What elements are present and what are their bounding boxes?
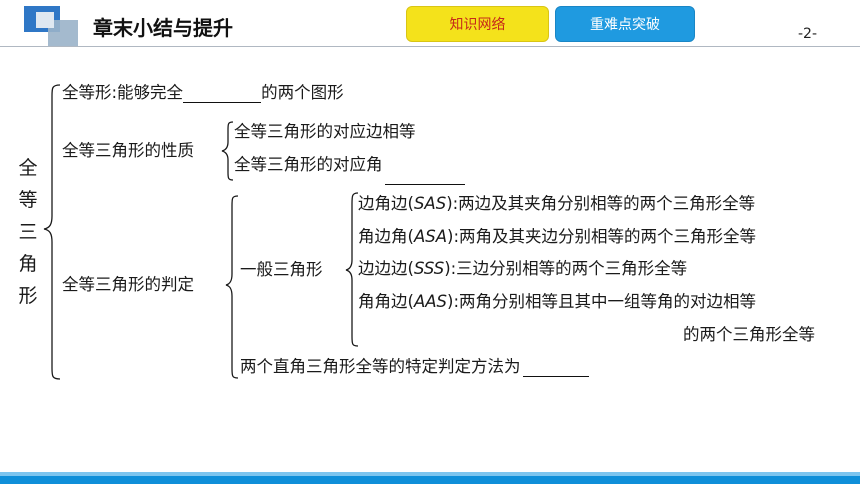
properties-label: 全等三角形的性质 xyxy=(62,141,194,160)
criterion-asa: 角边角(ASA):两角及其夹边分别相等的两个三角形全等 xyxy=(358,227,756,246)
criterion-name: 边角边 xyxy=(358,194,408,213)
criterion-desc: :两角分别相等且其中一组等角的对边相等 xyxy=(453,292,756,311)
criterion-abbr: ASA xyxy=(413,227,447,246)
tab-key-difficulties[interactable]: 重难点突破 xyxy=(555,6,695,42)
property-angles-blank xyxy=(384,168,465,185)
criterion-name: 角角边 xyxy=(358,292,408,311)
property-angles: 全等三角形的对应角 xyxy=(234,155,383,174)
chapter-title: 章末小结与提升 xyxy=(93,16,233,40)
brace-main xyxy=(43,84,61,380)
main-term-char: 等 xyxy=(18,189,38,211)
criterion-aas-continuation: 的两个三角形全等 xyxy=(683,325,815,344)
page-number: -2- xyxy=(798,26,818,42)
criteria-label: 全等三角形的判定 xyxy=(62,275,194,294)
logo-square-light xyxy=(36,12,54,28)
definition-blank xyxy=(183,86,262,103)
criterion-sas: 边角边(SAS):两边及其夹角分别相等的两个三角形全等 xyxy=(358,194,756,213)
right-triangle-line: 两个直角三角形全等的特定判定方法为 xyxy=(240,357,589,377)
criterion-desc: :两边及其夹角分别相等的两个三角形全等 xyxy=(452,194,756,213)
brace-general xyxy=(345,192,359,347)
right-triangle-blank xyxy=(522,360,589,377)
definition-prefix: 全等形:能够完全 xyxy=(62,83,184,102)
tab-knowledge-network[interactable]: 知识网络 xyxy=(406,6,549,42)
header-divider xyxy=(0,46,860,47)
general-triangle-label: 一般三角形 xyxy=(240,260,323,279)
criterion-abbr: SSS xyxy=(413,259,445,278)
criterion-desc: :两角及其夹边分别相等的两个三角形全等 xyxy=(453,227,756,246)
main-term-char: 全 xyxy=(18,157,38,179)
main-term-char: 三 xyxy=(18,221,38,243)
definition-line: 全等形:能够完全 的两个图形 xyxy=(62,83,344,103)
criterion-desc: :三边分别相等的两个三角形全等 xyxy=(450,259,688,278)
footer-band-dark xyxy=(0,476,860,484)
property-angles-line: 全等三角形的对应角 xyxy=(234,155,465,185)
criterion-name: 角边角 xyxy=(358,227,408,246)
main-term-char: 角 xyxy=(18,253,38,275)
property-sides: 全等三角形的对应边相等 xyxy=(234,122,416,141)
footer-band-light xyxy=(0,472,860,478)
main-term-char: 形 xyxy=(18,285,38,307)
criterion-sss: 边边边(SSS):三边分别相等的两个三角形全等 xyxy=(358,259,688,278)
criterion-aas: 角角边(AAS):两角分别相等且其中一组等角的对边相等 xyxy=(358,292,756,311)
right-triangle-text: 两个直角三角形全等的特定判定方法为 xyxy=(240,357,521,376)
brace-criteria xyxy=(225,195,239,379)
criterion-abbr: AAS xyxy=(413,292,447,311)
criterion-abbr: SAS xyxy=(413,194,447,213)
definition-suffix: 的两个图形 xyxy=(261,83,344,102)
brace-properties xyxy=(221,121,234,181)
criterion-name: 边边边 xyxy=(358,259,408,278)
